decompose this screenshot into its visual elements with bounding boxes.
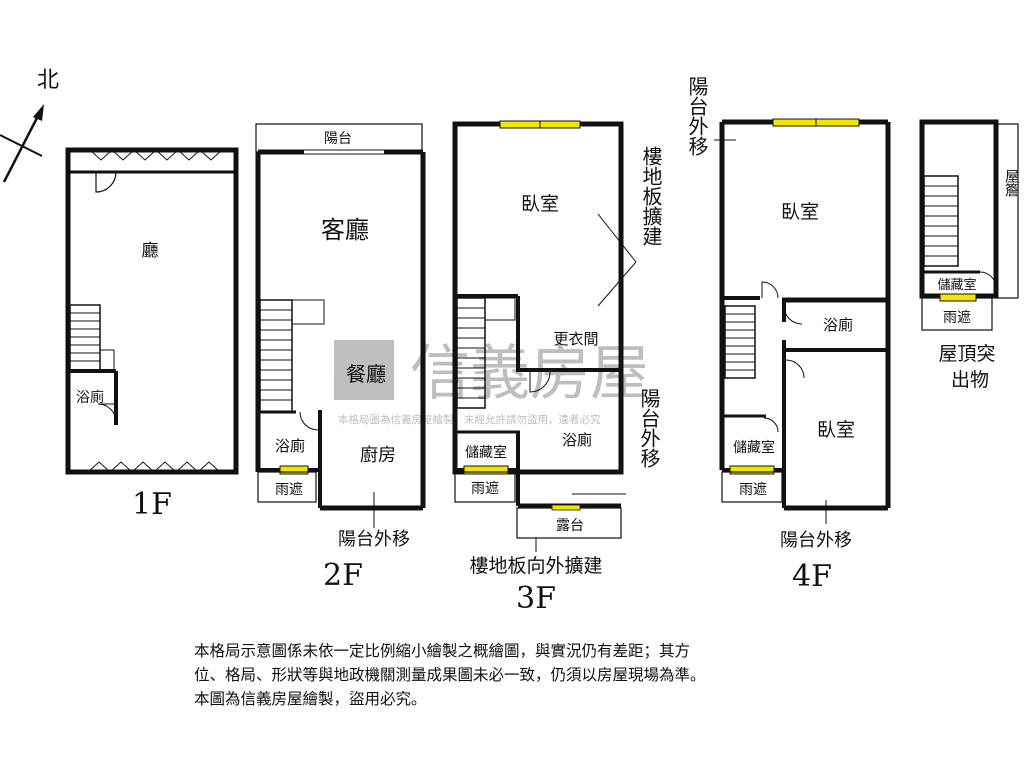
note-4f-balcony-moved: 陽台外移 <box>780 530 852 551</box>
note-3f-balcony-moved: 陽台外移 <box>637 388 661 468</box>
floor-label-3f: 3F <box>516 581 556 616</box>
north-label: 北 <box>37 68 59 93</box>
note-4f-balcony-moved-top: 陽台外移 <box>685 76 709 156</box>
floor-4f: 臥室 浴廁 臥室 儲藏室 雨遮 陽台外移 陽台外移 4F <box>685 76 891 594</box>
room-2f-dining: 餐廳 <box>346 362 386 386</box>
room-2f-canopy: 雨遮 <box>275 482 303 498</box>
floor-label-1f: 1F <box>132 487 172 522</box>
room-3f-closet: 更衣間 <box>553 330 598 348</box>
room-1f-bath: 浴廁 <box>76 389 104 406</box>
room-2f-bath: 浴廁 <box>275 437 305 455</box>
room-4f-storage: 儲藏室 <box>733 439 775 456</box>
floor-roof: 屋簷 儲藏室 雨遮 屋頂突 出物 <box>919 119 1019 391</box>
room-1f-hall: 廳 <box>142 241 159 261</box>
room-3f-storage: 儲藏室 <box>465 444 507 461</box>
disclaimer-line-3: 本圖為信義房屋繪製，盜用必究。 <box>194 690 427 708</box>
floor-label-2f: 2F <box>323 558 363 593</box>
room-3f-bedroom: 臥室 <box>521 193 559 215</box>
disclaimer: 本格局示意圖係未依一定比例縮小繪製之概繪圖，與實況仍有差距；其方 位、格局、形狀… <box>194 639 874 711</box>
floor-3f: 臥室 更衣間 浴廁 儲藏室 雨遮 露台 樓地板擴建 陽台外移 樓地板向外擴建 3… <box>452 120 663 616</box>
room-3f-canopy: 雨遮 <box>471 481 499 497</box>
room-2f-living: 客廳 <box>321 216 369 244</box>
watermark-logo <box>334 340 394 400</box>
room-3f-terrace: 露台 <box>556 518 584 534</box>
floor-label-4f: 4F <box>792 559 832 594</box>
note-2f-balcony-moved: 陽台外移 <box>338 529 410 550</box>
disclaimer-line-2: 位、格局、形狀等與地政機關測量成果圖未必一致，仍須以房屋現場為準。 <box>194 666 706 684</box>
room-roof-canopy: 雨遮 <box>943 310 971 326</box>
room-3f-bath: 浴廁 <box>562 431 592 449</box>
room-roof-eave: 屋簷 <box>1003 169 1019 197</box>
room-roof-storage: 儲藏室 <box>937 277 976 293</box>
room-4f-bedroom2: 臥室 <box>817 419 855 441</box>
note-3f-floor-ext: 樓地板擴建 <box>639 146 663 246</box>
note-3f-floor-ext-out: 樓地板向外擴建 <box>469 555 602 577</box>
room-2f-balcony: 陽台 <box>324 131 352 147</box>
room-4f-bedroom1: 臥室 <box>781 201 819 223</box>
floor-2f: 陽台 客廳 餐廳 浴廁 廚房 雨遮 陽台外移 2F <box>255 123 426 593</box>
north-compass: 北 <box>0 68 59 183</box>
room-4f-bath: 浴廁 <box>823 316 853 334</box>
room-2f-kitchen: 廚房 <box>360 444 396 466</box>
floor-label-roof: 屋頂突 出物 <box>938 343 1001 391</box>
floor-1f: 廳 浴廁 1F <box>65 147 239 522</box>
watermark-warning: 本格局圖為信義房屋繪製，未經允許請勿盜用，違者必究 <box>338 413 601 426</box>
disclaimer-line-1: 本格局示意圖係未依一定比例縮小繪製之概繪圖，與實況仍有差距；其方 <box>194 642 691 660</box>
room-4f-canopy: 雨遮 <box>739 482 767 498</box>
